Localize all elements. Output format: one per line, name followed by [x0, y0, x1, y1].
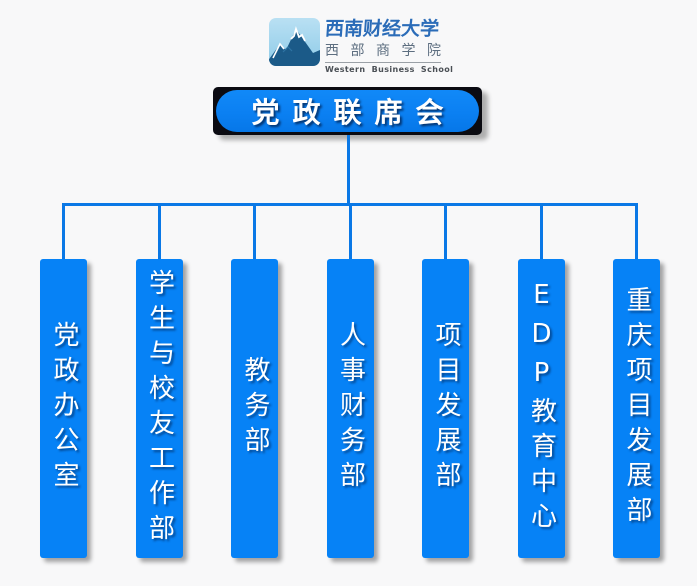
department-box: 教务部 [231, 259, 278, 558]
departments-row: 党政办公室 学生与校友工作部 教务部 人事财务部 项目发展部 [40, 203, 660, 558]
department-box: 党政办公室 [40, 259, 87, 558]
department-column-4: 人事财务部 [326, 203, 374, 558]
connector-drop [539, 203, 543, 259]
root-node-label: 党政联席会 [251, 96, 457, 129]
school-name-en: Western Business School [325, 62, 453, 74]
connector-drop [157, 203, 161, 259]
department-column-5: 项目发展部 [422, 203, 469, 558]
department-label: 项目发展部 [431, 321, 461, 496]
connector-drop [62, 203, 65, 259]
connector-drop [635, 203, 638, 259]
department-label: 学生与校友工作部 [144, 268, 175, 549]
department-label: 教务部 [240, 356, 270, 461]
connector-root-vertical [347, 135, 350, 203]
connector-drop [253, 203, 256, 259]
connector-drop [348, 203, 352, 259]
connector-drop [444, 203, 447, 259]
root-node-pill: 党政联席会 [216, 90, 479, 132]
department-label: 人事财务部 [335, 321, 366, 496]
department-box: 重庆项目发展部 [613, 259, 660, 558]
department-box: 学生与校友工作部 [135, 259, 183, 558]
department-box: 项目发展部 [422, 259, 469, 558]
school-name-cn: 西部商学院 [325, 43, 453, 59]
root-node-frame: 党政联席会 [213, 87, 482, 135]
mountain-logo-icon [269, 18, 320, 66]
university-name: 西南财经大学 [324, 18, 440, 40]
department-column-7: 重庆项目发展部 [613, 203, 660, 558]
department-box: 人事财务部 [326, 259, 374, 558]
school-logo: 西南财经大学 西部商学院 Western Business School [269, 18, 453, 74]
department-column-3: 教务部 [231, 203, 278, 558]
department-label: 党政办公室 [49, 321, 79, 496]
department-box: EDP教育中心 [517, 259, 565, 558]
department-column-1: 党政办公室 [40, 203, 87, 558]
logo-text-block: 西南财经大学 西部商学院 Western Business School [324, 18, 453, 74]
department-label: 重庆项目发展部 [622, 286, 652, 531]
department-column-2: 学生与校友工作部 [135, 203, 183, 558]
department-label: EDP教育中心 [526, 280, 557, 537]
department-column-6: EDP教育中心 [517, 203, 565, 558]
